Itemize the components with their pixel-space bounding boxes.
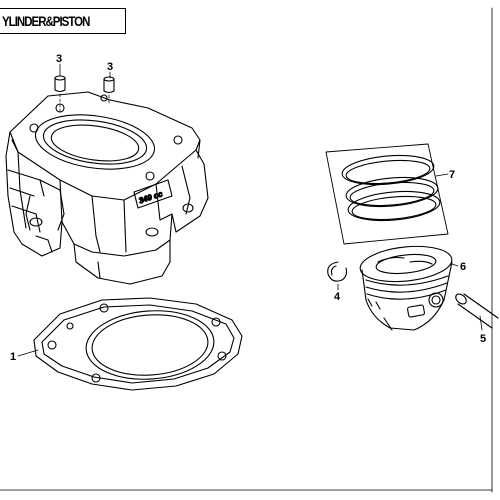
callout-dowel-right: 3 — [107, 61, 113, 73]
cylinder-block — [5, 63, 209, 285]
base-gasket — [17, 297, 243, 391]
callout-rings: 7 — [449, 169, 455, 181]
rings-box — [325, 143, 449, 245]
callout-gasket: 1 — [10, 351, 16, 363]
piston-rings-group — [325, 143, 449, 245]
piston-pin — [455, 293, 499, 331]
callout-circlip: 4 — [334, 291, 341, 303]
gasket-leader — [17, 349, 39, 357]
dowel-pin-left — [54, 75, 66, 93]
circlip — [327, 261, 348, 291]
title-box — [0, 8, 126, 34]
callout-dowel-left: 3 — [56, 53, 62, 65]
diagram-title: YLINDER&PISTON — [2, 13, 90, 29]
dowel-pin-right — [103, 76, 115, 94]
callout-pin: 5 — [480, 333, 486, 345]
piston — [359, 245, 459, 331]
rings-leader — [435, 173, 449, 177]
callout-piston: 6 — [460, 261, 466, 273]
